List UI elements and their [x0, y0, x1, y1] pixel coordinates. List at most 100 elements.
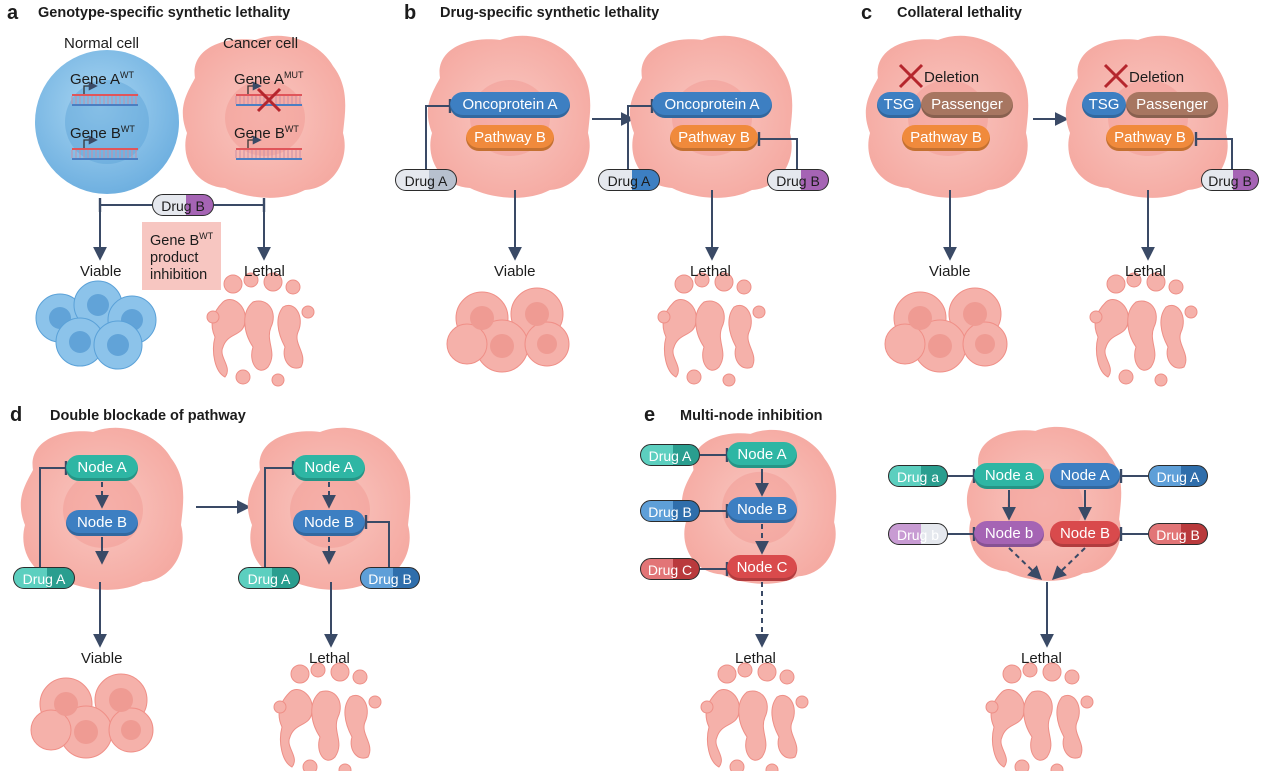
gene-a-cancer-label: Gene AMUT [234, 70, 304, 88]
panel-a-lethal-label: Lethal [244, 263, 285, 280]
lethal-fragments-d [273, 662, 382, 771]
panel-b-lethal-label: Lethal [690, 263, 731, 280]
panel-e-lethal-label-2: Lethal [1021, 650, 1062, 667]
panel-b-drug-a-2: Drug A [598, 169, 660, 191]
pathway-b-node-1: Pathway B [466, 125, 554, 151]
cancer-cell-body-e2 [966, 426, 1122, 581]
panel-d-title: Double blockade of pathway [50, 408, 246, 424]
normal-cell-body [35, 50, 179, 194]
passenger-node-2: Passenger [1126, 92, 1218, 118]
panel-d-node-a-1: Node A [66, 455, 138, 481]
panel-e-drug-a-lower: Drug a [888, 465, 948, 487]
gene-b-normal-label: Gene BWT [70, 124, 135, 142]
cancer-cell-body-a [182, 35, 346, 198]
panel-d-inhibit-3 [366, 521, 390, 568]
panel-e-drug-b-lower: Drug b [888, 523, 948, 545]
gene-a-normal-label: Gene AWT [70, 70, 135, 88]
panel-e-node-b-right: Node B [1050, 521, 1120, 547]
panel-d-inhibit-2 [264, 467, 293, 568]
panel-e-drug-b: Drug B [640, 500, 700, 522]
panel-e-node-b: Node B [727, 497, 797, 523]
dna-gene-a-cancer-strand-bottom [236, 104, 302, 106]
gene-b-cancer-label: Gene BWT [234, 124, 299, 142]
panel-c-title: Collateral lethality [897, 5, 1022, 21]
panel-e-letter: e [644, 404, 656, 426]
deletion-label-1: Deletion [924, 69, 980, 86]
viable-cells-d [30, 673, 154, 759]
panel-d-viable-label: Viable [81, 650, 123, 667]
pathway-b-node-3: Pathway B [902, 125, 990, 151]
dna-gene-b-normal-strand-bottom [72, 158, 138, 160]
panel-e-arrow-converge-right [1051, 547, 1086, 580]
promoter-icon [83, 81, 98, 94]
cancer-cell-body-d2 [247, 427, 411, 590]
panel-c-inhibit [1196, 138, 1233, 170]
cancer-cell-label: Cancer cell [223, 35, 299, 52]
dna-gene-a-cancer-strand-top [236, 94, 302, 96]
panel-b-letter: b [404, 2, 417, 24]
promoter-icon [83, 135, 98, 148]
pathway-b-node-2: Pathway B [670, 125, 758, 151]
panel-e-arrow-converge-left [1008, 547, 1043, 580]
dna-gene-b-cancer-strand-bottom [236, 158, 302, 160]
cancer-cell-body-d1 [20, 427, 184, 590]
panel-e-node-a: Node A [727, 442, 797, 468]
panel-a-title: Genotype-specific synthetic lethality [38, 5, 291, 21]
panel-e-node-c: Node C [727, 555, 797, 581]
panel-e-title: Multi-node inhibition [680, 408, 823, 424]
panel-d-node-a-2: Node A [293, 455, 365, 481]
panel-d-node-b-1: Node B [66, 510, 138, 536]
lethal-fragments-e2 [985, 662, 1094, 771]
panel-a-drug-b: Drug B [152, 194, 214, 216]
passenger-node-1: Passenger [921, 92, 1013, 118]
panel-d-drug-a-1: Drug A [13, 567, 75, 589]
viable-normal-nucleus [69, 331, 91, 353]
tsg-node-2: TSG [1082, 92, 1126, 118]
lethal-fragments-b [657, 272, 766, 387]
dna-gene-a-normal-strand-bottom [72, 104, 138, 106]
lethal-fragments-c [1089, 272, 1198, 387]
panel-a-viable-label: Viable [80, 263, 122, 280]
lethal-fragments-a [206, 272, 315, 387]
viable-normal-nucleus [87, 294, 109, 316]
promoter-icon [247, 81, 262, 94]
panel-d-drug-a-2: Drug A [238, 567, 300, 589]
deletion-cross-icon [1103, 63, 1129, 89]
lethal-fragments-e1 [700, 662, 809, 771]
viable-normal-nucleus [107, 334, 129, 356]
panel-b-drug-b: Drug B [767, 169, 829, 191]
panel-a-letter: a [7, 2, 19, 24]
panel-c-drug-b: Drug B [1201, 169, 1259, 191]
tsg-node-1: TSG [877, 92, 921, 118]
deletion-cross-icon [898, 63, 924, 89]
panel-b-inhibit-2 [627, 105, 652, 170]
panel-b-inhibit-3 [759, 138, 798, 170]
panel-b-inhibit-1 [425, 105, 450, 170]
panel-e-drug-a-right: Drug A [1148, 465, 1208, 487]
panel-b-drug-a-1: Drug A [395, 169, 457, 191]
panel-e-lethal-label-1: Lethal [735, 650, 776, 667]
dna-gene-b-cancer-strand-top [236, 148, 302, 150]
panel-d-node-b-2: Node B [293, 510, 365, 536]
panel-e-drug-c: Drug C [640, 558, 700, 580]
viable-cells-b [446, 287, 570, 373]
normal-cell-label: Normal cell [64, 35, 140, 52]
dna-gene-b-normal-strand-top [72, 148, 138, 150]
viable-cells-c [884, 287, 1008, 373]
dna-gene-a-normal-strand-top [72, 94, 138, 96]
deletion-label-2: Deletion [1129, 69, 1185, 86]
panel-d-letter: d [10, 404, 23, 426]
panel-c-lethal-label: Lethal [1125, 263, 1166, 280]
panel-b-title: Drug-specific synthetic lethality [440, 5, 660, 21]
panel-e-drug-a: Drug A [640, 444, 700, 466]
panel-c-viable-label: Viable [929, 263, 971, 280]
panel-e-node-a-right: Node A [1050, 463, 1120, 489]
oncoprotein-a-node-2: Oncoprotein A [652, 92, 772, 118]
panel-b-viable-label: Viable [494, 263, 536, 280]
panel-e-node-b-lower: Node b [974, 521, 1044, 547]
pathway-b-node-4: Pathway B [1106, 125, 1194, 151]
promoter-icon [247, 135, 262, 148]
panel-c-letter: c [861, 2, 873, 24]
panel-e-drug-b-right: Drug B [1148, 523, 1208, 545]
